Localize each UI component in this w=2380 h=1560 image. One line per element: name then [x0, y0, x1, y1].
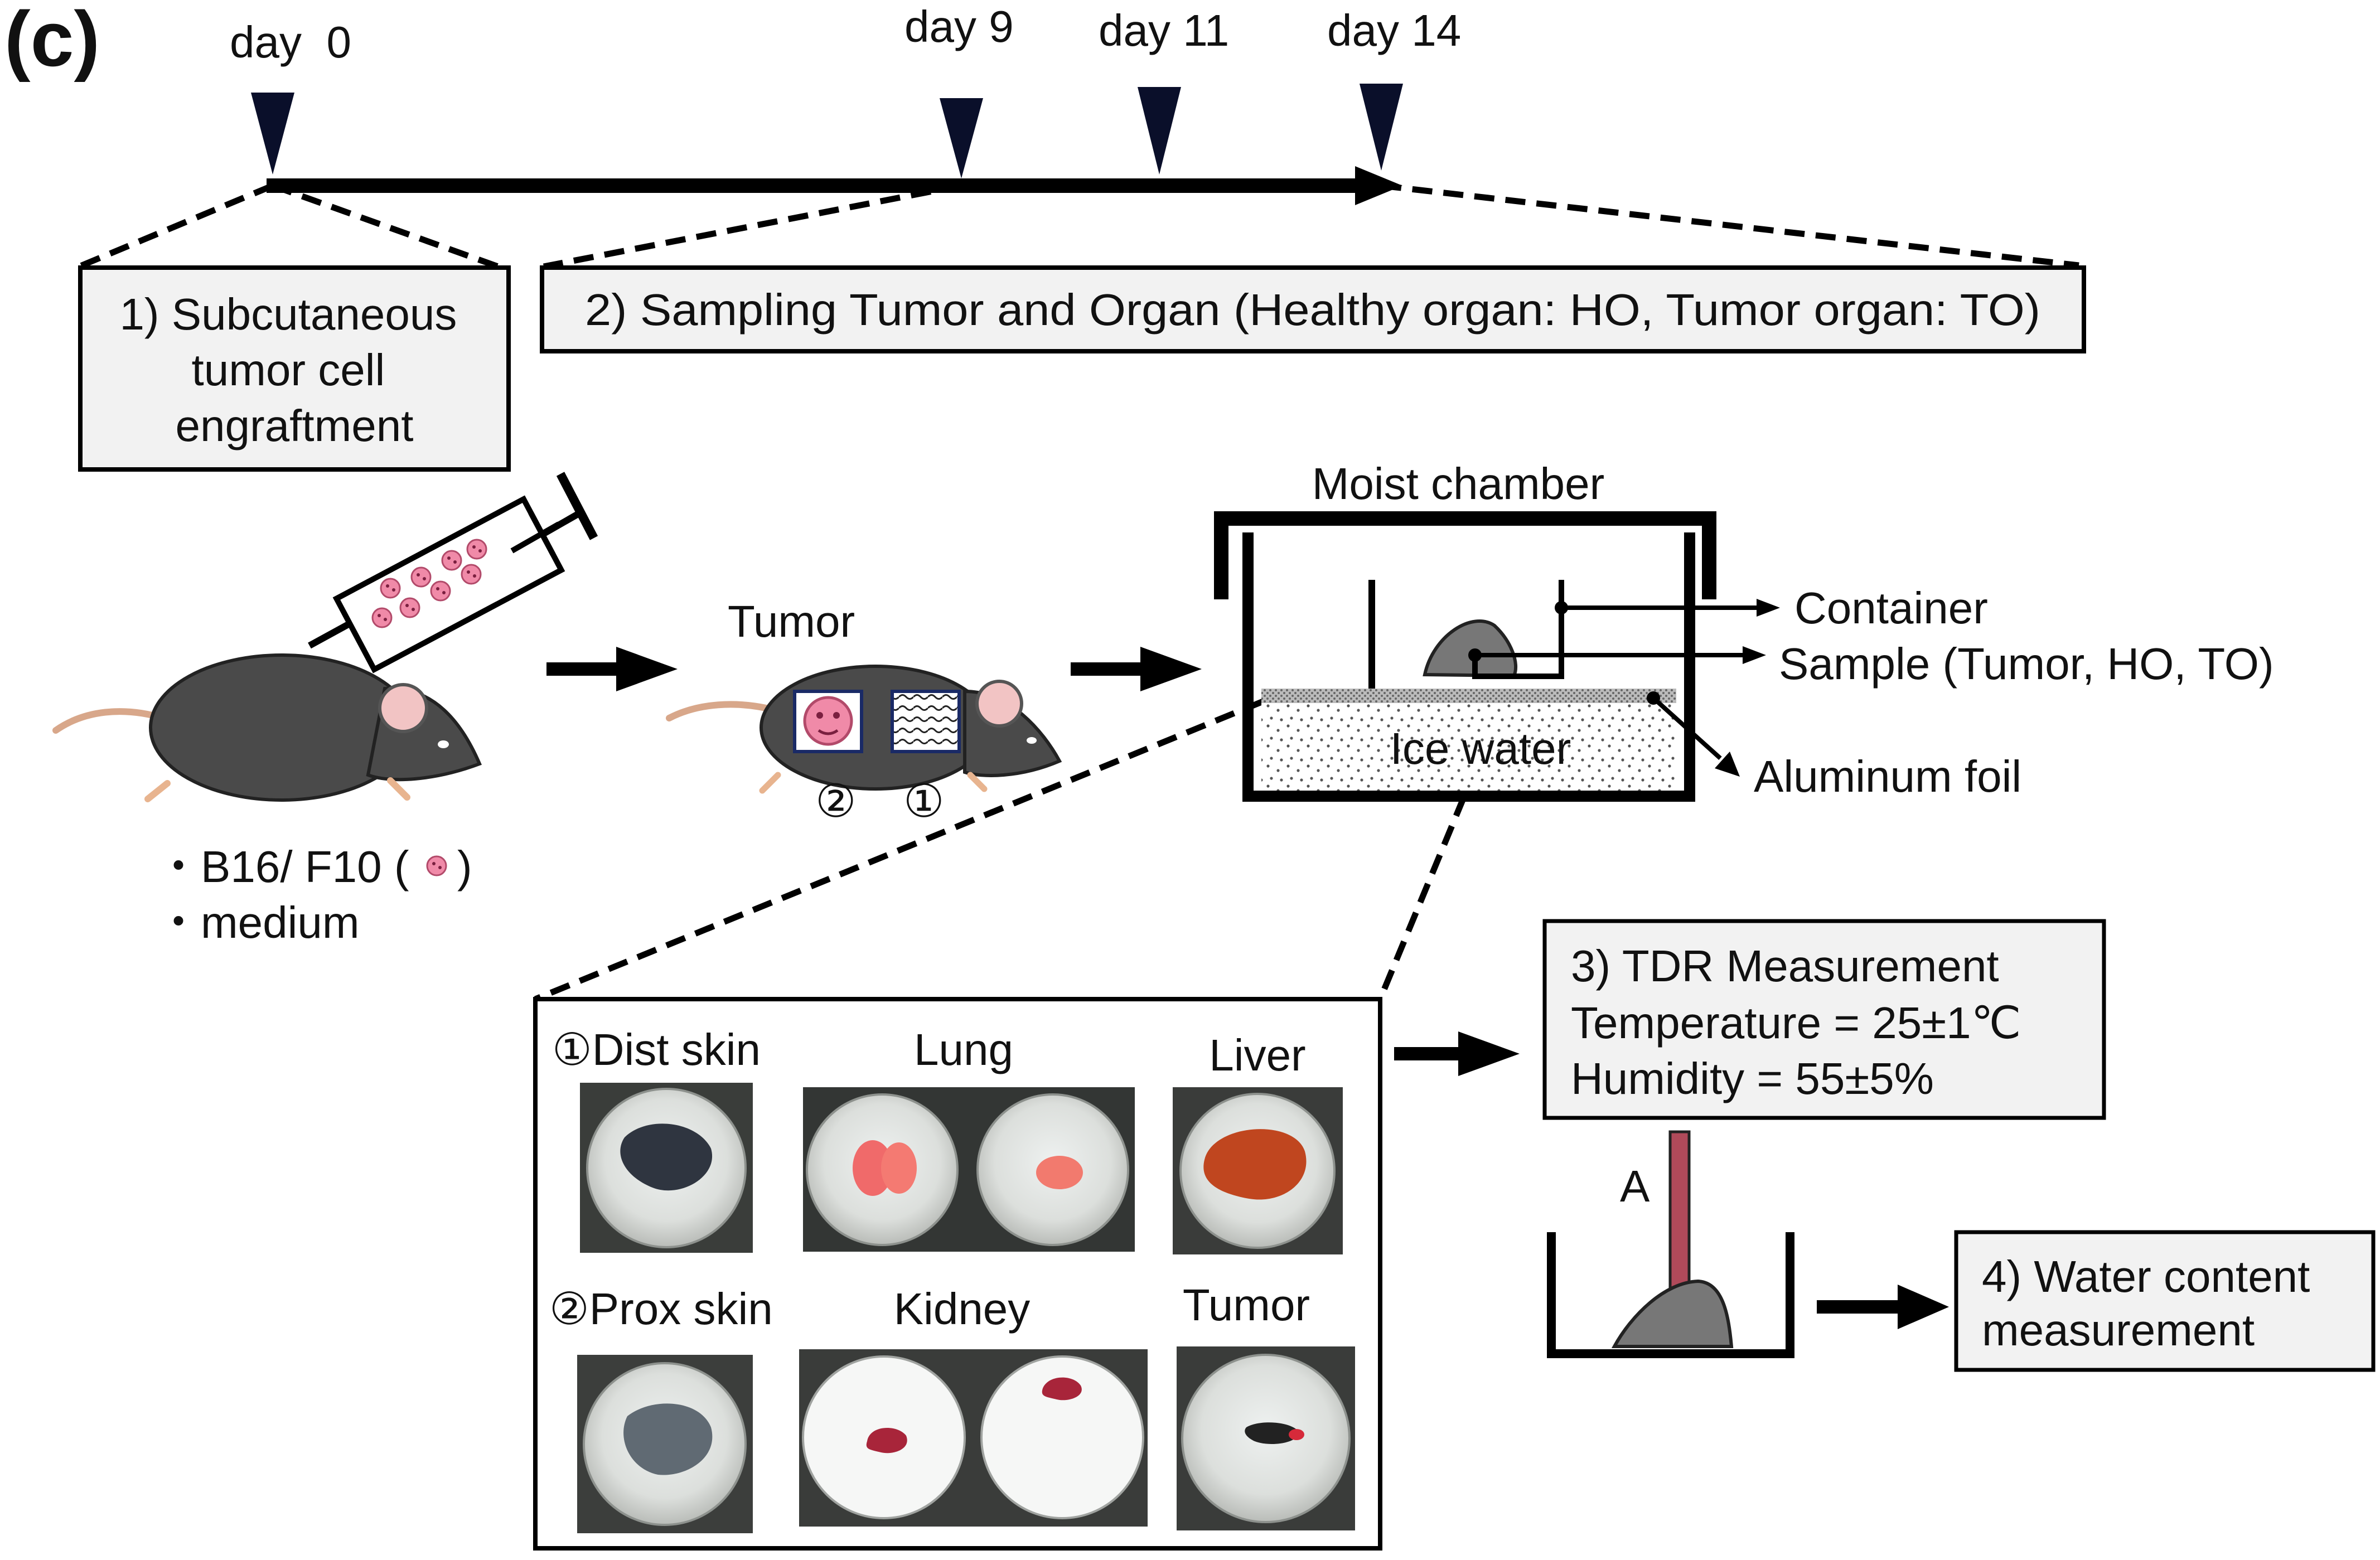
- b16-label: ・B16/ F10 (: [156, 842, 409, 892]
- site-label-prox: ②: [815, 776, 857, 827]
- tumor-site: [793, 690, 863, 753]
- tumor-cell-icon: [426, 855, 447, 876]
- photo-label-kidney: Kidney: [894, 1284, 1031, 1334]
- process-arrows: [546, 647, 1949, 1329]
- chamber-lid: [1214, 511, 1716, 599]
- step4-text: 4) Water content measurement: [1982, 1252, 2323, 1355]
- sample-piece: [1423, 619, 1518, 678]
- photo-kidney: [799, 1349, 1148, 1527]
- photo-panel: ①Dist skin Lung Liver ②Prox skin Kidney …: [533, 997, 1382, 1551]
- step4-line2: measurement: [1982, 1305, 2255, 1355]
- photo-label-dist-skin: ①Dist skin: [552, 1025, 761, 1074]
- arrow-3: [1394, 1031, 1520, 1076]
- day14-label: day 14: [1327, 6, 1461, 55]
- step1-text: 1) Subcutaneous tumor cell engraftment: [119, 289, 469, 450]
- step2-box: 2) Sampling Tumor and Organ (Healthy org…: [540, 265, 2086, 353]
- step3-line3: Humidity = 55±5%: [1571, 1054, 1934, 1103]
- photo-label-liver: Liver: [1209, 1030, 1305, 1080]
- photo-dist-skin: [580, 1083, 753, 1253]
- photo-label-lung: Lung: [914, 1025, 1013, 1074]
- site-label-dist: ①: [903, 776, 945, 827]
- tdr-probe: [1668, 1130, 1691, 1292]
- callout-container: Container: [1794, 583, 1988, 633]
- day9-label: day 9: [904, 2, 1014, 51]
- timeline-arrowhead: [1355, 166, 1402, 205]
- callout-aluminum-foil: Aluminum foil: [1754, 752, 2021, 801]
- zoom-lines: [78, 182, 2079, 1002]
- chamber-title: Moist chamber: [1312, 459, 1605, 508]
- step3-line1: 3) TDR Measurement: [1571, 941, 1999, 991]
- day9-marker: [940, 98, 983, 178]
- chamber-container: [1242, 532, 1695, 802]
- b16-close-paren: ): [457, 842, 472, 892]
- step1-line2: tumor cell: [192, 345, 385, 395]
- photo-label-prox-skin: ②Prox skin: [549, 1284, 773, 1334]
- step4-line1: 4) Water content: [1982, 1252, 2310, 1301]
- moist-chamber: Moist chamber Ice water Container Sample…: [1214, 459, 2274, 802]
- photo-prox-skin: [577, 1355, 753, 1533]
- tdr-probe-setup: A: [1547, 1130, 1794, 1358]
- step3-line2: Temperature = 25±1℃: [1571, 998, 2021, 1048]
- step2-text: 2) Sampling Tumor and Organ (Healthy org…: [585, 285, 2040, 335]
- day11-label: day 11: [1099, 6, 1229, 55]
- step4-box: 4) Water content measurement: [1954, 1230, 2376, 1372]
- step1-box: 1) Subcutaneous tumor cell engraftment: [78, 265, 511, 472]
- step3-text: 3) TDR Measurement Temperature = 25±1℃ H…: [1571, 941, 2034, 1103]
- day11-marker: [1138, 87, 1181, 175]
- timeline: day 0 day 9 day 11 day 14: [230, 2, 1461, 205]
- syringe: [308, 472, 598, 674]
- step1-line3: engraftment: [176, 401, 414, 450]
- sample-vessel: [1547, 1232, 1794, 1358]
- injection-legend: ・B16/ F10 ( ) ・medium: [156, 842, 472, 947]
- aluminum-foil: [1261, 689, 1676, 703]
- panel-label: (c): [4, 0, 100, 83]
- step3-box: 3) TDR Measurement Temperature = 25±1℃ H…: [1542, 919, 2106, 1120]
- injection-item-b16: ・B16/ F10 ( ): [156, 842, 472, 892]
- photo-liver: [1173, 1087, 1343, 1254]
- ice-water: [1261, 703, 1676, 791]
- step1-line1: 1) Subcutaneous: [119, 289, 457, 339]
- day0-marker: [251, 93, 294, 175]
- photo-tumor: [1177, 1346, 1355, 1530]
- measured-sample: [1611, 1279, 1734, 1348]
- injection-item-medium: ・medium: [156, 898, 360, 947]
- photo-label-tumor: Tumor: [1183, 1280, 1310, 1330]
- day14-marker: [1360, 84, 1403, 171]
- callout-sample: Sample (Tumor, HO, TO): [1779, 639, 2274, 689]
- probe-label: A: [1620, 1161, 1650, 1211]
- mouse-left: [52, 653, 482, 802]
- day0-label: day 0: [230, 17, 351, 67]
- arrow-1: [546, 647, 678, 691]
- medium-site: [891, 690, 961, 753]
- mouse-tumor: Tumor ② ①: [666, 597, 1062, 827]
- ice-water-label: Ice water: [1390, 724, 1571, 773]
- tumor-mouse-title: Tumor: [728, 597, 855, 646]
- arrow-4: [1817, 1285, 1949, 1329]
- arrow-2: [1071, 647, 1202, 691]
- photo-lung: [803, 1087, 1135, 1252]
